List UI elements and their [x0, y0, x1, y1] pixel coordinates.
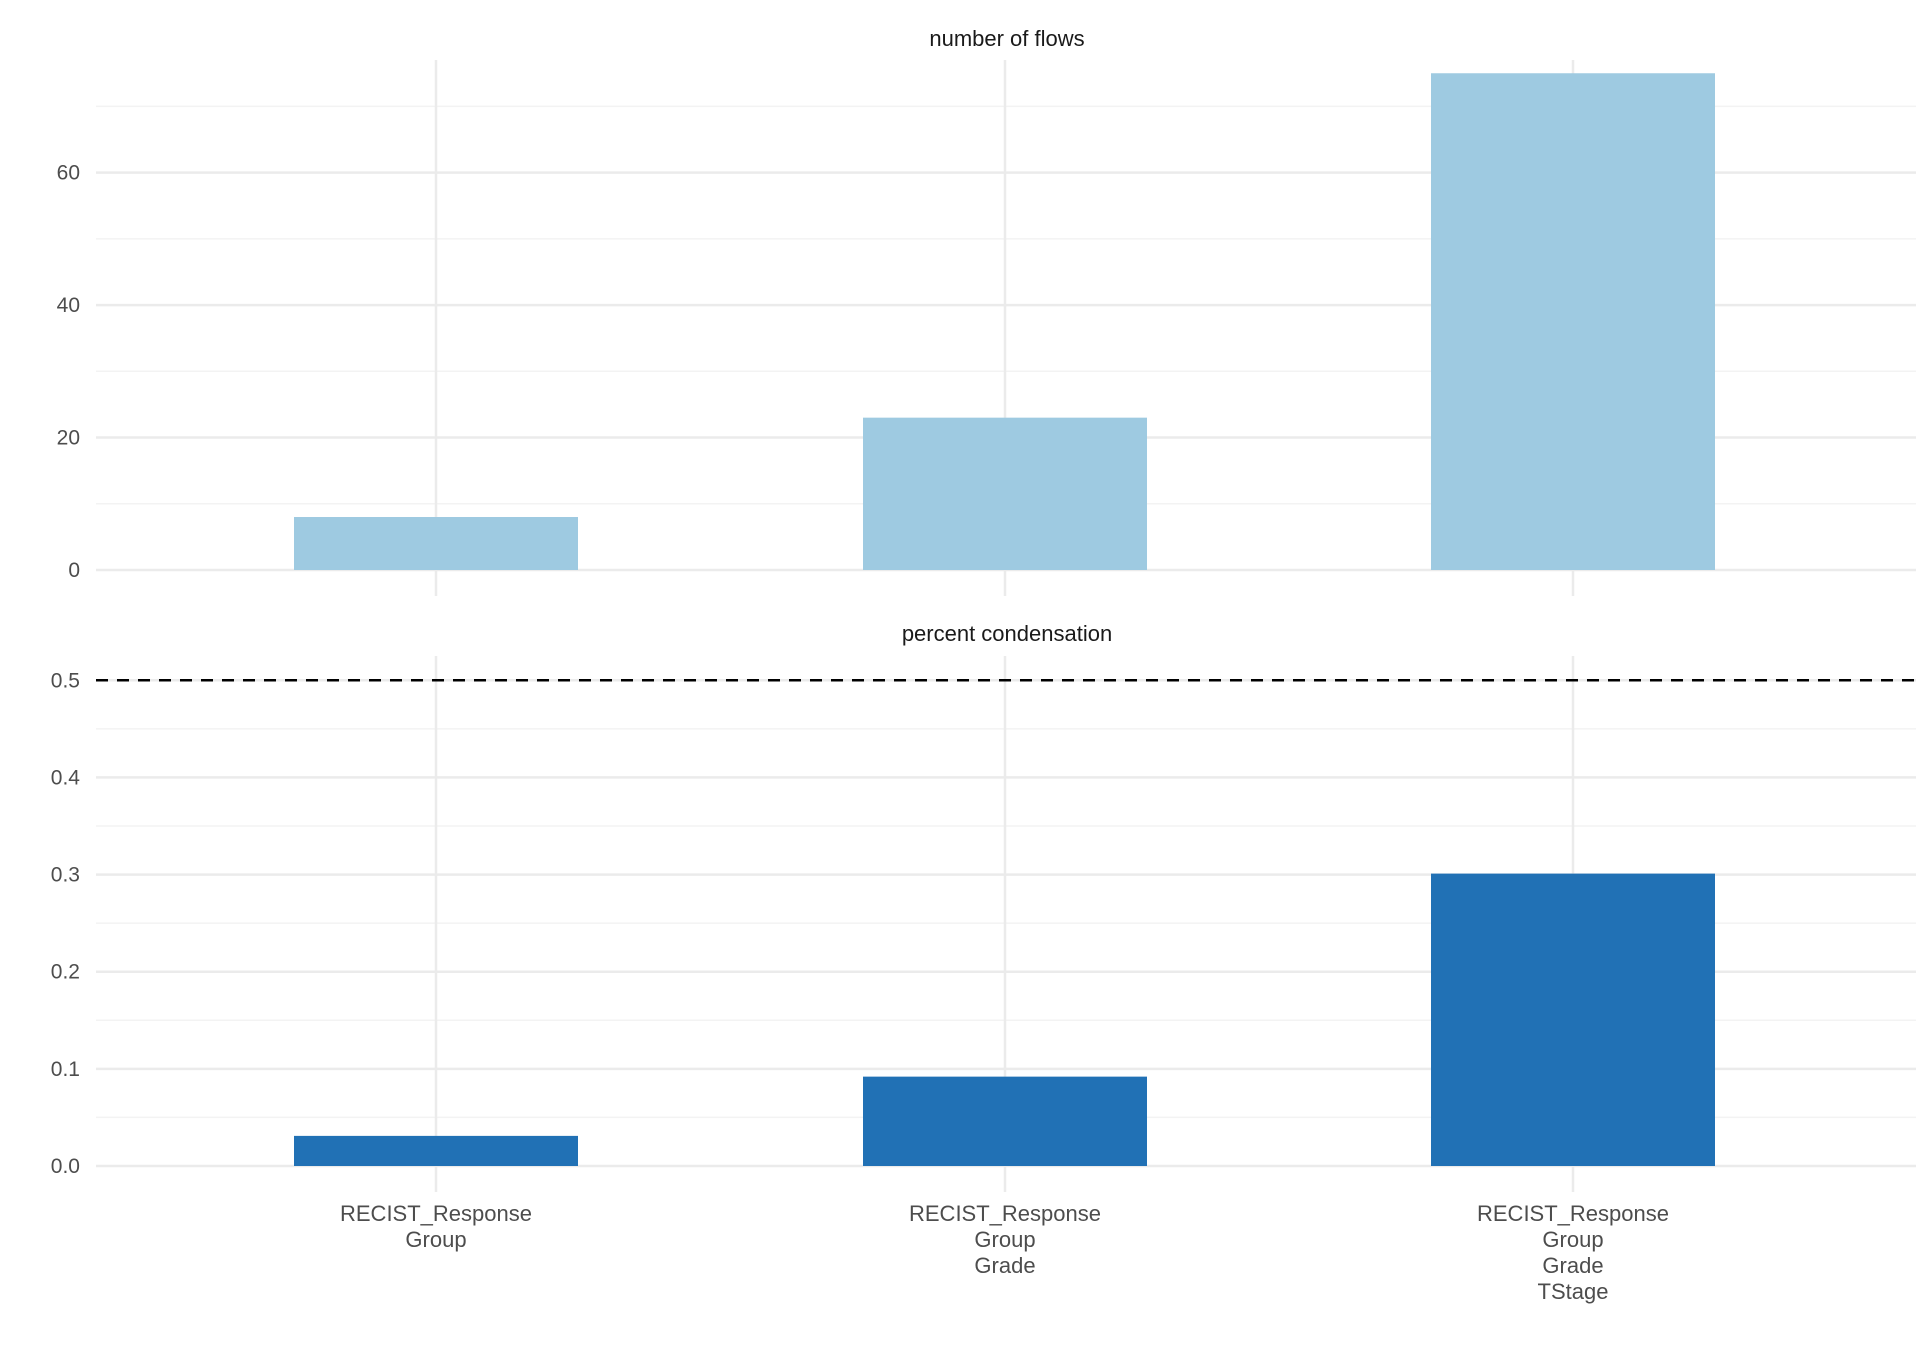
y-tick-label: 0.1 — [51, 1058, 80, 1081]
x-category-label: RECIST_Response — [340, 1201, 532, 1226]
x-category-label: Group — [974, 1227, 1035, 1252]
y-tick-label: 0.3 — [51, 864, 80, 887]
x-category-label: TStage — [1538, 1279, 1609, 1304]
bar-3 — [1431, 873, 1715, 1166]
bar-2 — [863, 417, 1147, 570]
bar-1 — [294, 517, 578, 570]
x-category-label: RECIST_Response — [909, 1201, 1101, 1226]
bar-1 — [294, 1135, 578, 1166]
y-tick-label: 0.0 — [51, 1155, 80, 1178]
x-category-label: RECIST_Response — [1477, 1201, 1669, 1226]
panel-title: number of flows — [929, 26, 1084, 51]
bar-3 — [1431, 73, 1715, 570]
x-category-label: Group — [1542, 1227, 1603, 1252]
x-category-label: Grade — [974, 1253, 1035, 1278]
panel-percent-condensation: percent condensation 0.0 0.1 0.2 0.3 0.4 0.5RE… — [51, 621, 1916, 1304]
y-tick-label: 0.5 — [51, 669, 80, 692]
bar-2 — [863, 1076, 1147, 1166]
y-tick-label: 20 — [57, 427, 80, 450]
y-tick-label: 40 — [57, 294, 80, 317]
x-category-label: Grade — [1542, 1253, 1603, 1278]
y-tick-label: 60 — [57, 162, 80, 185]
panel-title: percent condensation — [902, 621, 1112, 646]
y-tick-label: 0 — [68, 559, 80, 582]
x-category-label: Group — [405, 1227, 466, 1252]
panel-number-of-flows: number of flows 0 20 40 60 — [57, 26, 1916, 596]
y-tick-label: 0.2 — [51, 961, 80, 984]
y-tick-label: 0.4 — [51, 766, 81, 789]
